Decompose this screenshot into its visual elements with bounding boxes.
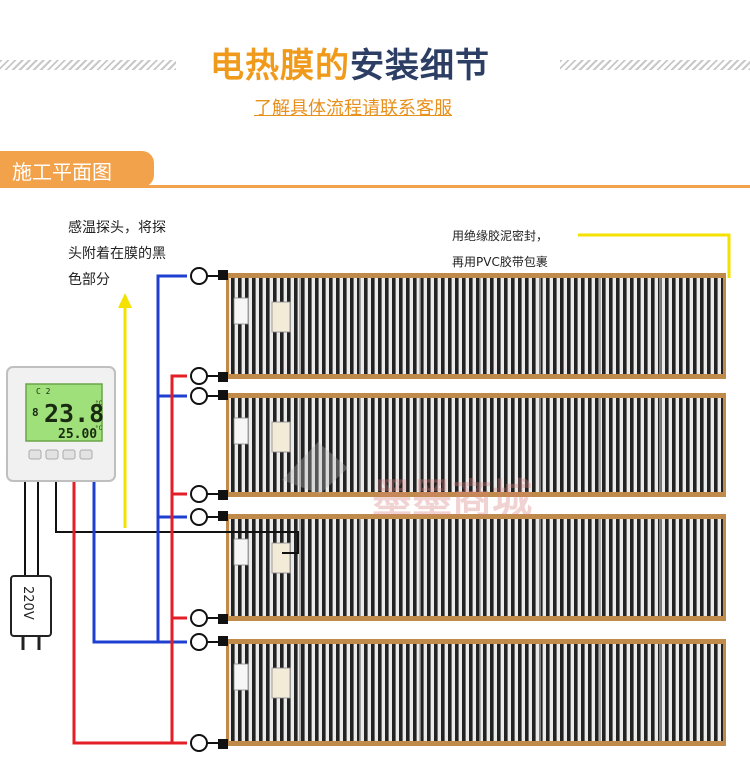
watermark-text: 墨墨商城	[372, 476, 532, 522]
black-wires	[24, 482, 299, 576]
panel-heating-strips	[229, 278, 723, 374]
title-bar: 电热膜的安装细节	[0, 36, 750, 86]
connectors	[190, 267, 221, 752]
section-tab-label: 施工平面图	[12, 160, 112, 184]
red-wires	[72, 374, 187, 745]
film-panel	[218, 270, 726, 382]
display-small-text: C 2	[36, 387, 51, 396]
thermostat-display: C 2 8 23.8 °C 25.00 °C	[25, 383, 104, 442]
page-title: 电热膜的安装细节	[210, 38, 490, 87]
panel-terminal-bottom	[218, 614, 228, 624]
sensor-note-line-3: 色部分	[68, 271, 110, 288]
panel-clamp-patch	[271, 421, 291, 453]
connector-ring-icon	[190, 633, 208, 651]
section-divider	[0, 185, 750, 188]
seal-note-line-1: 用绝缘胶泥密封，	[452, 228, 548, 243]
film-panel	[218, 390, 726, 500]
connector-ring-icon	[190, 609, 208, 627]
display-main-unit: °C	[95, 400, 103, 407]
film-panels	[218, 270, 726, 749]
thermostat: C 2 8 23.8 °C 25.00 °C	[6, 366, 116, 482]
sensor-arrow-icon	[118, 293, 132, 308]
plug-body	[10, 575, 52, 637]
power-voltage-label: 220V	[20, 586, 35, 620]
panel-terminal-top	[218, 636, 228, 646]
connector-ring-icon	[190, 734, 208, 752]
watermark-logo-icon	[282, 442, 348, 494]
panel-terminal-top	[218, 511, 228, 521]
panel-terminal-bottom	[218, 490, 228, 500]
seal-note: 用绝缘胶泥密封， 再用PVC胶带包裹	[452, 228, 548, 269]
title-stripe-left	[0, 60, 176, 70]
panel-terminal-bottom	[218, 739, 228, 749]
thermostat-button-3[interactable]	[62, 449, 76, 460]
panel-label-patch	[233, 297, 249, 325]
connector-ring-icon	[190, 485, 208, 503]
panel-terminal-top	[218, 390, 228, 400]
power-plug: 220V	[10, 575, 52, 650]
seal-note-line-2: 再用PVC胶带包裹	[452, 254, 548, 269]
connector-ring-icon	[190, 367, 208, 385]
film-panel	[218, 511, 726, 624]
panel-terminal-bottom	[218, 372, 228, 382]
display-mode-text: 8	[32, 406, 39, 419]
watermark: 墨墨商城	[282, 442, 532, 522]
panel-label-patch	[233, 538, 249, 566]
sensor-note-line-2: 头附着在膜的黑	[68, 246, 166, 262]
panel-clamp-patch	[271, 667, 291, 699]
connector-ring-icon	[190, 387, 208, 405]
contact-service-link[interactable]: 了解具体流程请联系客服	[254, 98, 452, 119]
display-sub-temp: 25.00	[58, 427, 97, 442]
connector-ring-icon	[190, 267, 208, 285]
panel-heating-strips	[229, 644, 723, 741]
panel-clamp-patch	[271, 301, 291, 333]
title-part2: 安装细节	[350, 46, 490, 86]
display-sub-unit: °C	[95, 425, 103, 432]
film-panel	[218, 636, 726, 749]
section-tab: 施工平面图	[0, 151, 154, 187]
thermostat-button-1[interactable]	[28, 449, 42, 460]
thermostat-button-2[interactable]	[45, 449, 59, 460]
panel-terminal-top	[218, 270, 228, 280]
seal-pointer-wire	[578, 233, 731, 278]
panel-label-patch	[233, 417, 249, 445]
sensor-note: 感温探头，将探 头附着在膜的黑 色部分	[68, 219, 166, 288]
panel-label-patch	[233, 663, 249, 691]
sensor-note-line-1: 感温探头，将探	[68, 219, 166, 236]
display-main-temp: 23.8	[44, 399, 104, 428]
panel-heating-strips	[229, 519, 723, 616]
thermostat-button-4[interactable]	[79, 449, 93, 460]
title-stripe-right	[560, 60, 750, 70]
connector-ring-icon	[190, 508, 208, 526]
title-part1: 电热膜的	[210, 46, 350, 86]
panel-heating-strips	[229, 398, 723, 492]
panel-clamp-patch	[271, 542, 291, 574]
